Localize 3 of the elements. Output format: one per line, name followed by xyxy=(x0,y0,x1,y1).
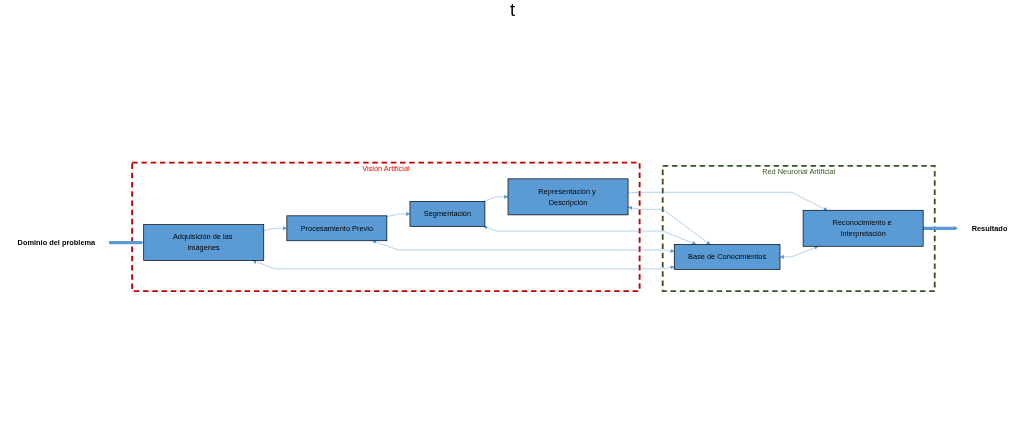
arrow xyxy=(923,226,958,231)
note-text: t xyxy=(510,0,515,20)
arrow xyxy=(109,240,144,245)
